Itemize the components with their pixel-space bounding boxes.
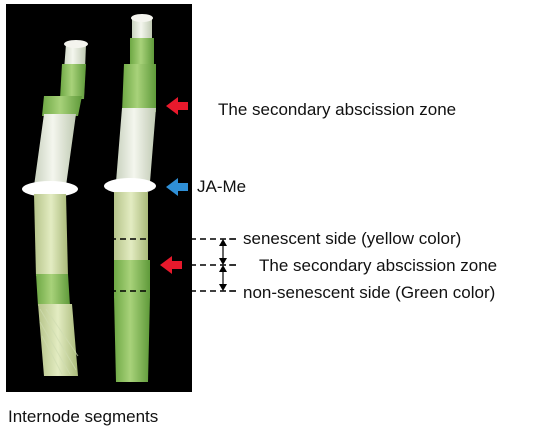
label-non-senescent-side: non-senescent side (Green color) — [243, 283, 496, 302]
left-stem-cut-end — [64, 40, 88, 48]
double-headed-vertical-arrow-icon — [219, 239, 227, 265]
caption-internode-segments: Internode segments — [8, 407, 159, 426]
left-stem-top-green — [60, 64, 86, 99]
left-stem-white-section — [34, 114, 76, 186]
left-stem-senescent-section — [34, 194, 68, 276]
internode-photo — [6, 4, 192, 392]
left-stem-texture — [39, 308, 79, 375]
right-stem-node-upper — [122, 64, 156, 112]
internode-segments-illustration — [22, 14, 156, 382]
right-stem-ja-ring — [104, 178, 156, 194]
right-stem-senescent-section — [114, 192, 148, 262]
right-stem-non-senescent-section — [114, 296, 150, 382]
label-secondary-abscission-zone-top: The secondary abscission zone — [218, 100, 457, 119]
right-stem-top-green — [130, 38, 154, 66]
right-stem-white-section — [116, 108, 156, 182]
left-stem-ja-ring — [22, 181, 78, 197]
label-ja-me: JA-Me — [197, 177, 247, 196]
label-senescent-side: senescent side (yellow color) — [243, 229, 462, 248]
left-stem-secondary-zone — [36, 274, 70, 306]
left-stem-node-upper — [42, 96, 82, 116]
right-stem-secondary-zone — [114, 260, 150, 298]
right-stem — [104, 14, 156, 382]
label-secondary-abscission-zone-middle: The secondary abscission zone — [259, 256, 498, 275]
double-headed-vertical-arrow-icon-lower — [219, 265, 227, 291]
left-stem — [22, 40, 88, 376]
right-stem-cut-end — [131, 14, 153, 22]
